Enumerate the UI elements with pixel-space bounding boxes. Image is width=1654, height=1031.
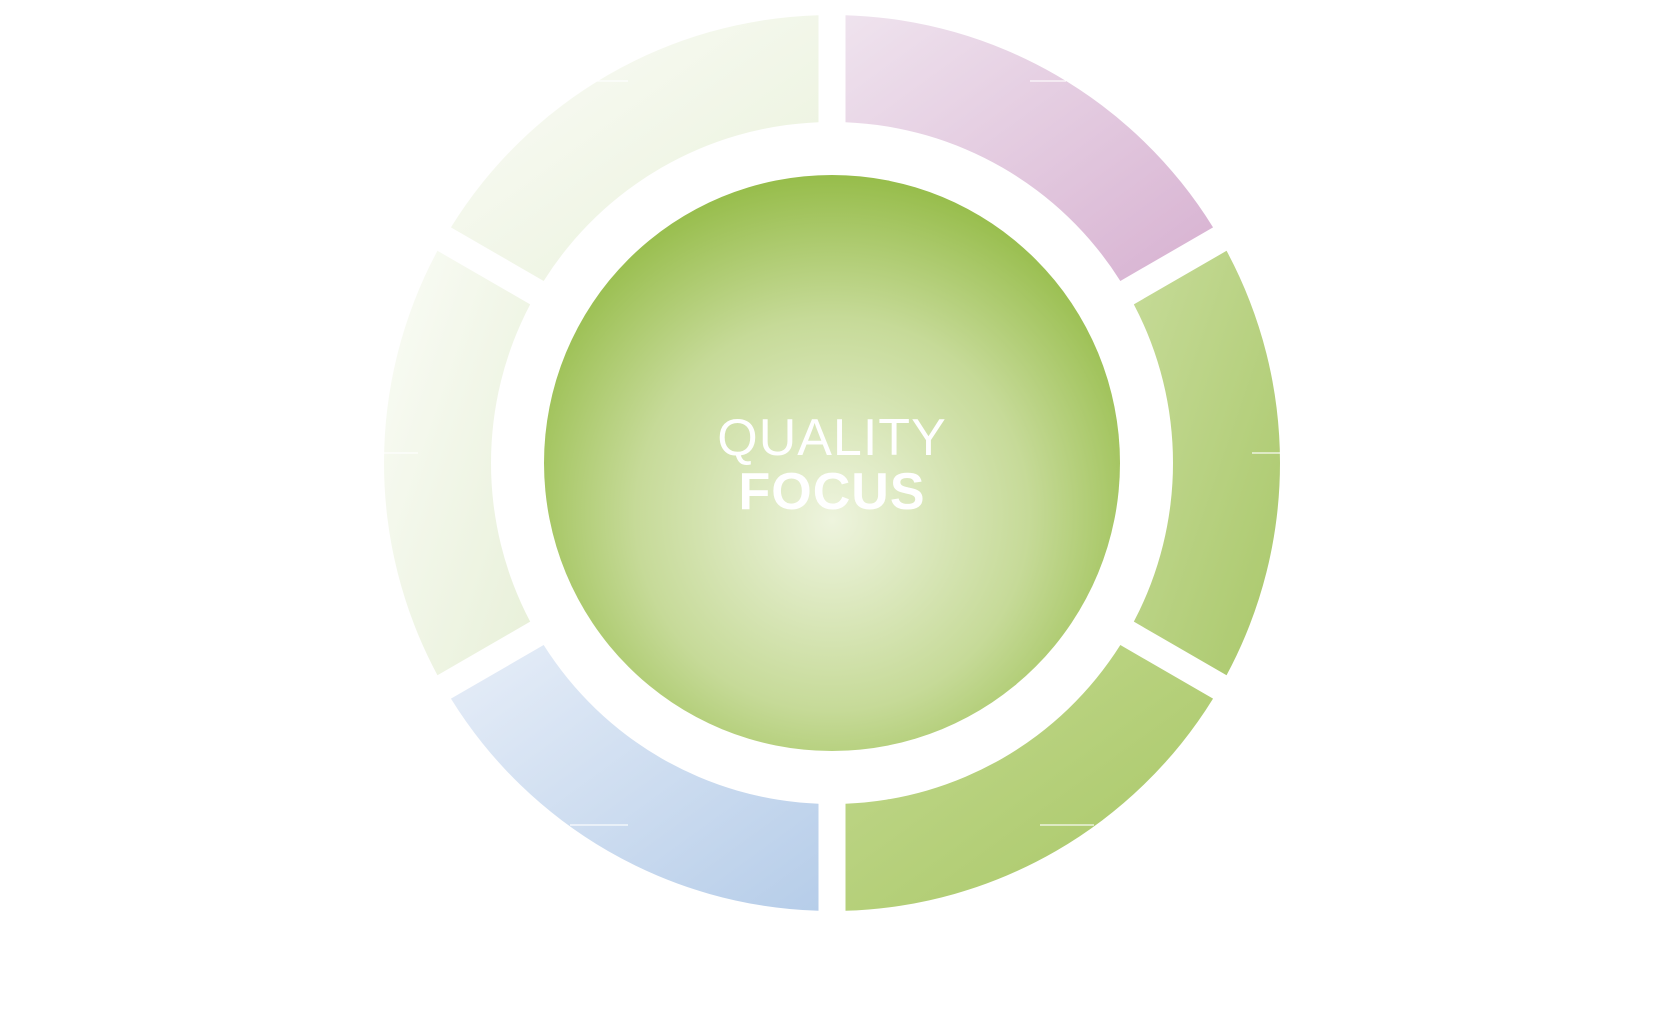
center-title-line-1: QUALITY bbox=[717, 409, 947, 467]
outer-ring bbox=[384, 15, 1281, 911]
center-title-line-2: FOCUS bbox=[738, 463, 926, 521]
ring-segment-top-right bbox=[845, 15, 1214, 281]
ring-tick-marks bbox=[383, 80, 1280, 826]
ring-segment-bottom-right bbox=[845, 645, 1214, 911]
ring-segment-top-left bbox=[450, 15, 819, 281]
ring-segment-bottom-left bbox=[450, 645, 819, 911]
center-circle bbox=[544, 175, 1120, 751]
ring-segment-right bbox=[1133, 250, 1281, 676]
ring-segment-left bbox=[384, 250, 531, 676]
